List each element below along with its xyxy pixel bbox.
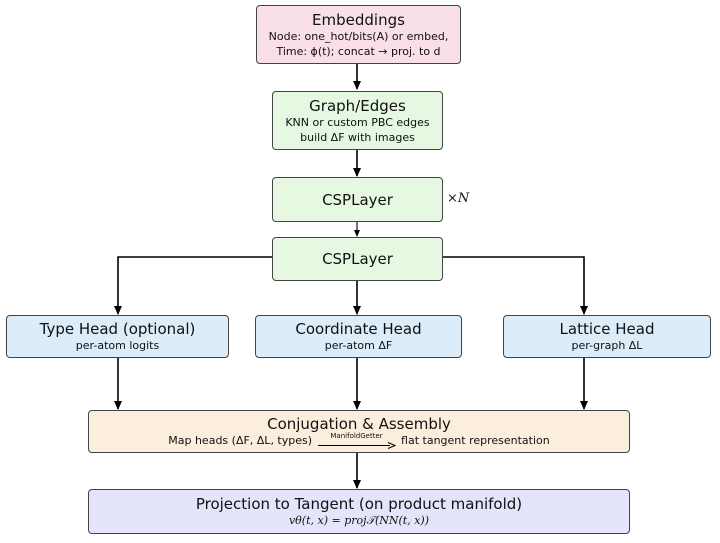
projection-formula: vθ(t, x) = proj𝒯(NN(t, x)) (288, 514, 430, 527)
embeddings-title: Embeddings (312, 10, 405, 29)
csp-layer-box-1: CSPLayer (272, 177, 443, 222)
embeddings-box: Embeddings Node: one_hot/bits(A) or embe… (256, 5, 461, 64)
coordinate-head-box: Coordinate Head per-atom ΔF (255, 315, 462, 358)
type-head-title: Type Head (optional) (39, 320, 196, 338)
lattice-head-box: Lattice Head per-graph ΔL (503, 315, 711, 358)
csp-layer-2-title: CSPLayer (322, 250, 393, 268)
conjugation-map-heads: Map heads (ΔF, ΔL, types) (168, 433, 313, 447)
type-head-sub: per-atom logits (75, 339, 160, 352)
embeddings-time-line: Time: ϕ(t); concat → proj. to d (276, 44, 441, 58)
long-right-arrow-icon (317, 441, 396, 449)
conjugation-flat-tangent: flat tangent representation (401, 433, 550, 447)
graph-edges-build-line: build ΔF with images (300, 130, 415, 144)
arrow-csplayer-to-lattice-head (443, 256, 588, 315)
embeddings-node-line: Node: one_hot/bits(A) or embed, (268, 29, 449, 43)
lattice-head-title: Lattice Head (559, 320, 655, 338)
manifold-getter-arrow: ManifoldGetter (316, 432, 398, 449)
arrow-csplayer-to-type-head (114, 256, 272, 315)
lattice-head-sub: per-graph ΔL (571, 339, 643, 352)
graph-edges-knn-line: KNN or custom PBC edges (285, 115, 430, 129)
csp-layer-box-2: CSPLayer (272, 237, 443, 281)
manifold-getter-label: ManifoldGetter (330, 431, 383, 440)
conjugation-mapping-line: Map heads (ΔF, ΔL, types) ManifoldGetter… (168, 432, 550, 449)
coordinate-head-sub: per-atom ΔF (324, 339, 393, 352)
graph-edges-box: Graph/Edges KNN or custom PBC edges buil… (272, 91, 443, 150)
projection-title: Projection to Tangent (on product manifo… (195, 495, 523, 513)
csp-layer-1-title: CSPLayer (322, 190, 393, 209)
graph-edges-title: Graph/Edges (309, 96, 406, 115)
coordinate-head-title: Coordinate Head (295, 320, 422, 338)
projection-box: Projection to Tangent (on product manifo… (88, 489, 630, 534)
type-head-box: Type Head (optional) per-atom logits (6, 315, 229, 358)
conjugation-title: Conjugation & Assembly (267, 414, 451, 433)
repeat-n-label: ×N (447, 191, 470, 206)
conjugation-assembly-box: Conjugation & Assembly Map heads (ΔF, ΔL… (88, 410, 630, 453)
